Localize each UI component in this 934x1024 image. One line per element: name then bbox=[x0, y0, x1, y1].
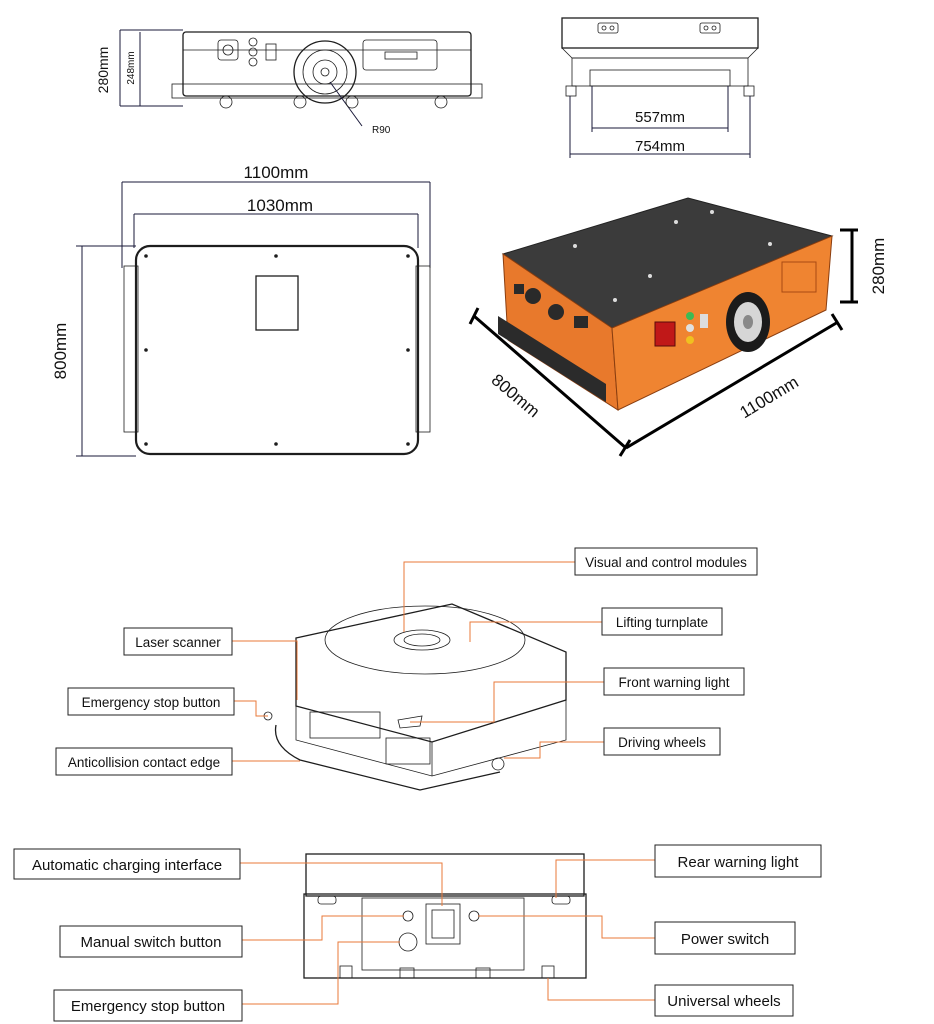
top-width: 800mm bbox=[51, 323, 70, 380]
end-outer-width: 754mm bbox=[635, 138, 685, 155]
callout-front-warning-light: Front warning light bbox=[618, 675, 729, 690]
callout-anticollision: Anticollision contact edge bbox=[68, 755, 220, 770]
perspective-drawing bbox=[263, 603, 567, 791]
side-height-outer: 280mm bbox=[95, 47, 111, 94]
wheel-icon bbox=[293, 40, 357, 104]
wheel-radius-label: R90 bbox=[372, 125, 391, 136]
warning-light-icon bbox=[686, 312, 694, 344]
iso-length: 1100mm bbox=[736, 372, 801, 422]
top-body-length: 1030mm bbox=[247, 196, 313, 215]
callout-emergency-stop-rear: Emergency stop button bbox=[71, 998, 225, 1015]
callout-visual-control: Visual and control modules bbox=[585, 555, 747, 570]
callout-manual-switch: Manual switch button bbox=[81, 934, 222, 951]
callout-universal-wheels: Universal wheels bbox=[667, 993, 780, 1010]
iso-width: 800mm bbox=[488, 370, 544, 421]
callout-power-switch: Power switch bbox=[681, 931, 769, 948]
rear-view-drawing bbox=[303, 853, 587, 979]
iso-height: 280mm bbox=[869, 238, 888, 295]
callout-rear-warning-light: Rear warning light bbox=[678, 854, 800, 871]
callout-laser-scanner: Laser scanner bbox=[135, 635, 221, 650]
callout-driving-wheels: Driving wheels bbox=[618, 735, 706, 750]
top-overall-length: 1100mm bbox=[244, 163, 309, 182]
top-view-drawing: 1100mm 1030mm 800mm bbox=[51, 163, 431, 457]
end-view-drawing: 557mm 754mm bbox=[561, 17, 759, 158]
isometric-render: 280mm 800mm 1100mm bbox=[468, 197, 888, 457]
emergency-stop-icon bbox=[654, 321, 676, 347]
callout-emergency-stop-front: Emergency stop button bbox=[82, 695, 221, 710]
side-view-drawing: R90 280mm 248mm bbox=[95, 29, 483, 136]
end-inner-width: 557mm bbox=[635, 109, 685, 126]
callout-auto-charging: Automatic charging interface bbox=[32, 857, 222, 874]
side-height-inner: 248mm bbox=[126, 51, 137, 84]
wheel-icon bbox=[726, 292, 770, 352]
callout-lifting-turnplate: Lifting turnplate bbox=[616, 615, 708, 630]
